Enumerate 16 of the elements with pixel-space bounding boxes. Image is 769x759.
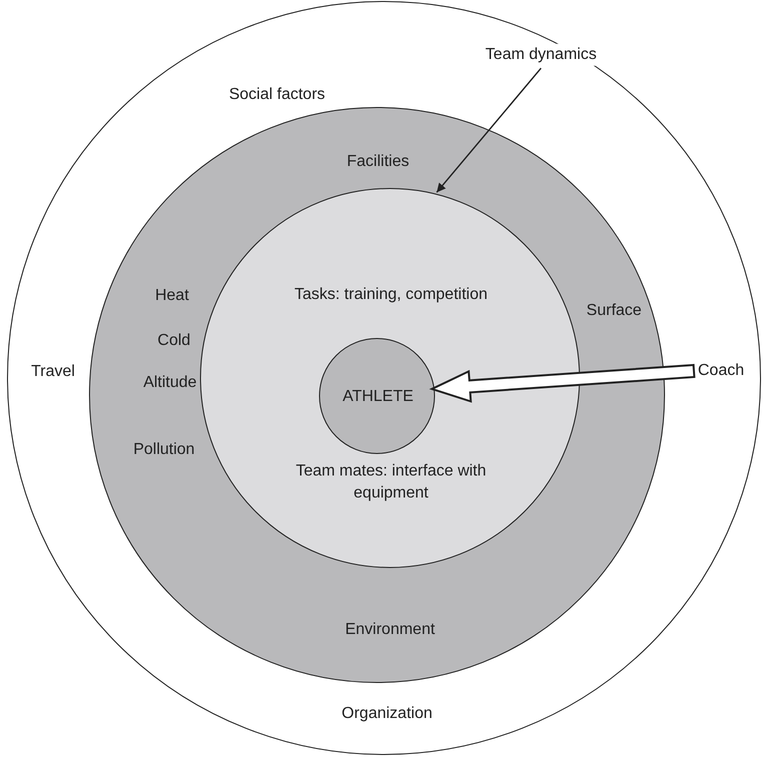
ring-label: Tasks: training, competition [294,284,488,305]
ring-label: Altitude [143,372,197,393]
arrow [436,68,542,193]
ring-label: Environment [345,620,435,640]
ring-label: Social factors [228,84,326,105]
ring-label: Organization [342,704,432,724]
ring-label: Travel [31,362,75,382]
ring-label: Team mates: interface with equipment [294,462,488,504]
ring-label: Surface [586,300,642,321]
ring-label: Cold [158,330,190,351]
ring-label: Facilities [346,152,410,172]
label-text: Team dynamics [483,44,599,66]
ring-label: Heat [155,286,189,306]
block-arrow [429,364,696,403]
ring-label: ATHLETE [342,386,414,407]
ring-label: Pollution [133,440,195,460]
